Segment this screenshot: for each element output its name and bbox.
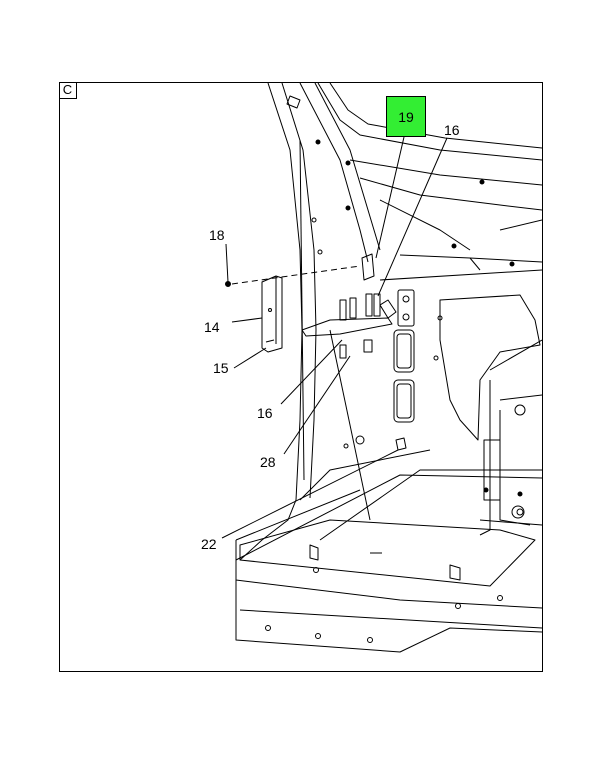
panel-holes [265,217,503,643]
wall-cutouts [393,289,415,423]
callout-15[interactable]: 15 [213,360,229,376]
alignment-line [231,265,361,285]
leader-lines [221,136,448,539]
callout-16-bottom[interactable]: 16 [257,405,273,421]
callout-28[interactable]: 28 [260,454,276,470]
callout-22[interactable]: 22 [201,536,217,552]
bracket-14 [261,275,283,353]
fasteners [225,139,523,497]
bolt-22 [355,435,407,451]
highlighted-callout-19[interactable]: 19 [386,96,426,137]
engine-cover [479,339,542,536]
windshield-header [317,83,542,271]
floor-plate [239,519,536,587]
callout-16-top[interactable]: 16 [444,122,460,138]
callout-19-label: 19 [398,109,414,125]
cab-wall [235,269,542,653]
view-letter: C [59,82,77,99]
callout-18[interactable]: 18 [209,227,225,243]
mounting-bracket [301,253,397,359]
door-pillar [239,83,381,561]
callout-14[interactable]: 14 [204,319,220,335]
